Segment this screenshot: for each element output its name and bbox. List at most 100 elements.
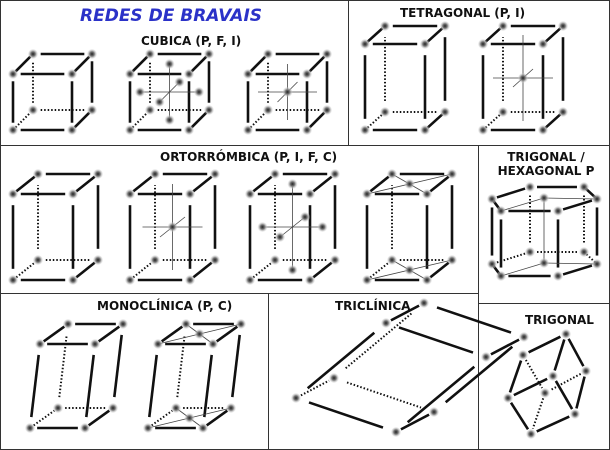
orthorhombic-title: ORTORRÓMBICA (P, I, F, C) bbox=[160, 150, 338, 164]
lattice-atom bbox=[154, 97, 165, 107]
lattice-atom bbox=[181, 319, 191, 329]
lattice-atom bbox=[579, 182, 589, 192]
lattice-edge bbox=[306, 331, 376, 390]
lattice-edge bbox=[366, 113, 384, 129]
lattice-atom bbox=[153, 339, 163, 349]
lattice-atom bbox=[270, 169, 280, 179]
lattice-edge bbox=[500, 197, 545, 212]
lattice-atom bbox=[380, 21, 390, 31]
lattice-edge bbox=[429, 175, 450, 193]
lattice-edge bbox=[436, 306, 512, 334]
lattice-edge bbox=[508, 360, 523, 393]
monoclinic-title: MONOCLÍNICA (P, C) bbox=[97, 299, 233, 313]
lattice-atom bbox=[322, 49, 332, 59]
lattice-edge bbox=[484, 113, 502, 129]
lattice-edge bbox=[131, 55, 149, 73]
lattice-edge bbox=[205, 409, 229, 427]
lattice-atom bbox=[210, 169, 220, 179]
lattice-edge bbox=[73, 111, 91, 129]
lattice-edge bbox=[87, 409, 111, 427]
lattice-atom bbox=[592, 194, 602, 204]
lattice-atom bbox=[487, 194, 497, 204]
lattice-atom bbox=[194, 87, 204, 97]
hexagonal-title: TRIGONAL / HEXAGONAL P bbox=[496, 150, 596, 178]
lattice-edge bbox=[192, 175, 213, 193]
lattice-edge bbox=[113, 334, 123, 398]
lattice-edge bbox=[148, 354, 158, 418]
lattice-atom bbox=[287, 265, 298, 275]
tetragonal-title: TETRAGONAL (P, I) bbox=[400, 6, 526, 20]
lattice-atom bbox=[592, 259, 602, 269]
lattice-atom bbox=[404, 179, 415, 189]
lattice-atom bbox=[164, 59, 175, 69]
lattice-edge bbox=[490, 338, 520, 356]
lattice-edge bbox=[308, 55, 326, 73]
lattice-atom bbox=[447, 169, 457, 179]
lattice-atom bbox=[145, 105, 155, 115]
lattice-atom bbox=[68, 189, 78, 199]
lattice-edge bbox=[366, 27, 384, 43]
lattice-atom bbox=[25, 423, 35, 433]
lattice-edge bbox=[575, 376, 586, 409]
lattice-atom bbox=[143, 423, 153, 433]
lattice-edge bbox=[15, 175, 36, 193]
lattice-edge bbox=[500, 262, 545, 277]
lattice-edge bbox=[33, 409, 55, 427]
lattice-edge bbox=[496, 187, 526, 199]
lattice-atom bbox=[174, 77, 185, 87]
lattice-edge bbox=[567, 338, 585, 367]
lattice-atom bbox=[518, 73, 528, 83]
lattice-atom bbox=[518, 350, 528, 360]
lattice-atom bbox=[184, 413, 195, 423]
lattice-atom bbox=[204, 105, 214, 115]
lattice-atom bbox=[539, 193, 549, 203]
lattice-edge bbox=[444, 345, 514, 404]
lattice-edge bbox=[426, 113, 444, 129]
lattice-atom bbox=[245, 275, 255, 285]
lattice-atom bbox=[526, 429, 536, 439]
lattice-atom bbox=[558, 107, 568, 117]
lattice-atom bbox=[28, 49, 38, 59]
lattice-atom bbox=[204, 49, 214, 59]
lattice-atom bbox=[171, 403, 181, 413]
lattice-edge bbox=[85, 354, 95, 418]
lattice-edge bbox=[131, 111, 149, 129]
lattice-atom bbox=[305, 275, 315, 285]
lattice-atom bbox=[125, 189, 135, 199]
lattice-atom bbox=[548, 371, 558, 381]
lattice-edge bbox=[536, 415, 570, 433]
lattice-edge bbox=[73, 55, 91, 73]
lattice-atom bbox=[210, 255, 220, 265]
lattice-edge bbox=[151, 409, 173, 427]
triclinic-title: TRICLÍNICA bbox=[335, 299, 411, 313]
lattice-atom bbox=[362, 189, 372, 199]
lattice-atom bbox=[145, 49, 155, 59]
lattice-atom bbox=[291, 393, 301, 403]
lattice-atom bbox=[270, 255, 280, 265]
lattice-edge bbox=[132, 261, 153, 279]
lattice-atom bbox=[125, 69, 135, 79]
lattice-edge bbox=[513, 377, 548, 397]
lattice-atom bbox=[561, 329, 571, 339]
lattice-atom bbox=[387, 169, 397, 179]
lattice-edge bbox=[192, 261, 213, 279]
lattice-atom bbox=[329, 373, 339, 383]
lattice-atom bbox=[558, 21, 568, 31]
lattice-atom bbox=[305, 189, 315, 199]
lattice-atom bbox=[282, 87, 293, 97]
lattice-atom bbox=[184, 125, 194, 135]
lattice-edge bbox=[406, 365, 476, 424]
lattice-edge bbox=[75, 261, 96, 279]
lattice-atom bbox=[420, 125, 430, 135]
lattice-atom bbox=[150, 255, 160, 265]
lattice-atom bbox=[481, 352, 491, 362]
lattice-atom bbox=[185, 189, 195, 199]
lattice-edge bbox=[390, 304, 420, 322]
lattice-atom bbox=[380, 107, 390, 117]
lattice-atom bbox=[579, 247, 589, 257]
lattice-atom bbox=[33, 169, 43, 179]
lattice-atom bbox=[8, 69, 18, 79]
lattice-atom bbox=[422, 189, 432, 199]
lattice-atom bbox=[125, 125, 135, 135]
